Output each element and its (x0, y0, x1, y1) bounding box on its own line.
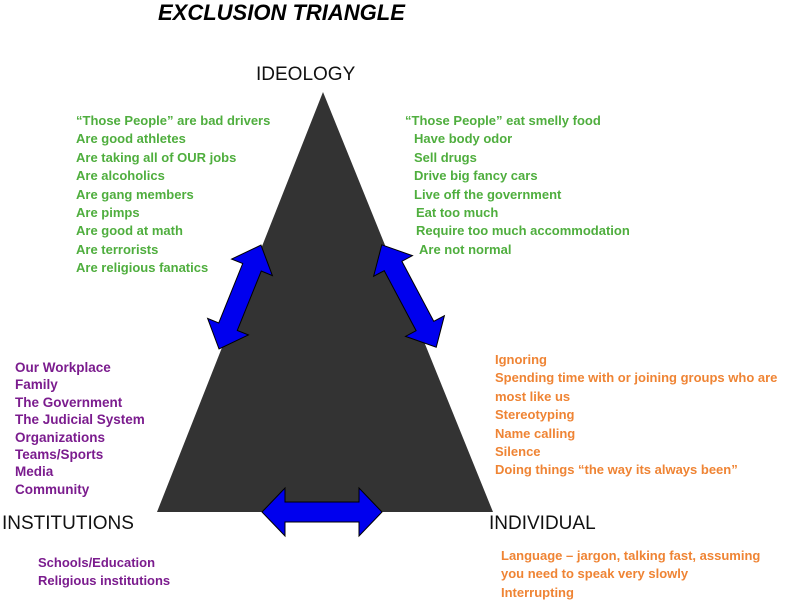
list-item: Media (15, 464, 54, 480)
list-item: Are gang members (76, 186, 194, 202)
ideology-right-list: “Those People” eat smelly food Have body… (405, 112, 630, 259)
list-item: Community (15, 481, 90, 497)
list-item: Are good athletes (76, 131, 186, 147)
individual-lower-list: Language – jargon, talking fast, assumin… (501, 547, 760, 602)
list-item: you need to speak very slowly (501, 566, 689, 582)
list-item: “Those People” are bad drivers (76, 113, 271, 128)
list-item: Are religious fanatics (76, 260, 209, 276)
list-item: The Judicial System (15, 412, 145, 428)
list-item: Sell drugs (414, 149, 477, 165)
label-institutions: INSTITUTIONS (2, 513, 134, 534)
list-item: Family (15, 377, 58, 393)
list-item: Eat too much (416, 205, 499, 221)
list-item: Ignoring (495, 352, 547, 367)
list-item: Interrupting (501, 584, 574, 600)
label-individual: INDIVIDUAL (489, 513, 596, 534)
list-item: most like us (495, 388, 571, 404)
list-item: Are good at math (76, 223, 183, 239)
list-item: Have body odor (414, 131, 513, 147)
arrow-ideology-individual (372, 244, 446, 348)
list-item: Our Workplace (15, 360, 111, 375)
ideology-left-list: “Those People” are bad drivers Are good … (76, 112, 270, 278)
list-item: Drive big fancy cars (414, 168, 538, 184)
label-ideology: IDEOLOGY (256, 64, 356, 85)
list-item: Are not normal (419, 241, 512, 257)
individual-upper-list: Ignoring Spending time with or joining g… (495, 351, 777, 480)
arrow-ideology-institutions (206, 244, 274, 350)
list-item: Are taking all of OUR jobs (76, 149, 237, 165)
list-item: Language – jargon, talking fast, assumin… (501, 548, 761, 563)
list-item: Are alcoholics (76, 168, 165, 184)
list-item: Teams/Sports (15, 447, 104, 463)
list-item: Are terrorists (76, 241, 159, 257)
triangle (157, 92, 493, 512)
list-item: Religious institutions (38, 573, 171, 589)
list-item: Stereotyping (495, 407, 575, 423)
diagram-title: EXCLUSION TRIANGLE (158, 0, 405, 25)
institutions-lower-list: Schools/Education Religious institutions (38, 554, 170, 591)
arrow-institutions-individual (261, 486, 383, 538)
list-item: Doing things “the way its always been” (495, 462, 738, 478)
list-item: Name calling (495, 425, 576, 441)
list-item: Silence (495, 444, 541, 460)
list-item: Schools/Education (38, 555, 156, 570)
list-item: The Government (15, 394, 123, 410)
list-item: Require too much accommodation (416, 223, 630, 239)
list-item: Are pimps (76, 205, 140, 221)
institutions-upper-list: Our Workplace Family The Government The … (15, 359, 145, 498)
list-item: Organizations (15, 429, 106, 445)
list-item: Live off the government (414, 186, 562, 202)
list-item: Spending time with or joining groups who… (495, 370, 778, 386)
list-item: “Those People” eat smelly food (405, 113, 601, 128)
